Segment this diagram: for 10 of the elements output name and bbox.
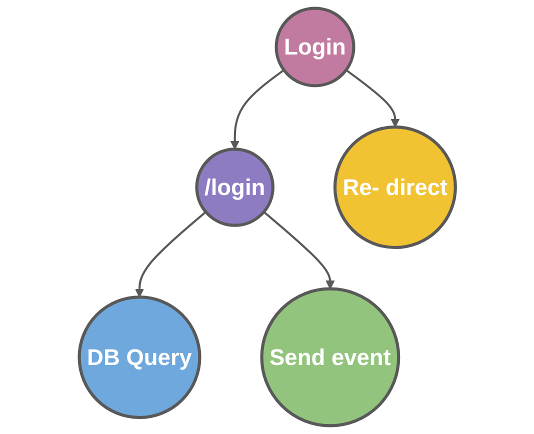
node-circle — [260, 287, 400, 428]
flowchart: Login /login Re- direct DB Query Send event — [70, 0, 464, 434]
arrow — [230, 69, 284, 150]
arrow — [134, 211, 206, 298]
node-circle — [333, 126, 457, 250]
node-circle — [194, 148, 274, 227]
node-circle — [274, 6, 355, 88]
arrow — [345, 69, 400, 128]
arrow — [262, 211, 334, 290]
node-circle — [77, 296, 201, 420]
